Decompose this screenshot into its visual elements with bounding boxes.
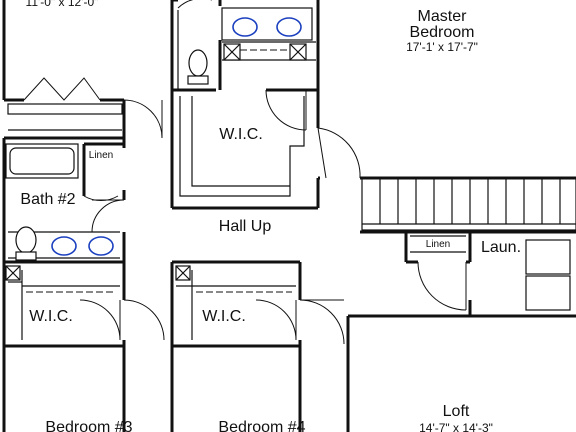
loft-dims: 14'-7" x 14'-3" [419, 421, 493, 432]
master-bedroom-label-2: Bedroom [410, 24, 475, 41]
bath-2-label: Bath #2 [20, 191, 75, 208]
master-bedroom-dims: 17'-1' x 17'-7" [406, 40, 478, 54]
master-bedroom-label: Master [418, 8, 468, 25]
bedroom-3-label: Bedroom #3 [45, 419, 132, 432]
top-left-room-dims: 11'-0" x 12'-0" [26, 0, 99, 9]
bath-linen-label: Linen [89, 150, 113, 161]
laundry-label: Laun. [481, 239, 521, 256]
doors [23, 0, 467, 345]
master-wic-label: W.I.C. [219, 126, 263, 143]
bedroom-3-wic-label: W.I.C. [29, 308, 73, 325]
labels: 11'-0" x 12'-0" Master Bedroom 17'-1' x … [20, 0, 521, 432]
bedroom-4-label: Bedroom #4 [218, 419, 305, 432]
bedroom-4-wic-label: W.I.C. [202, 308, 246, 325]
staircase [361, 177, 576, 231]
hall-label: Hall Up [219, 218, 272, 235]
loft-label: Loft [443, 403, 470, 420]
interior-lines [7, 10, 466, 340]
fixtures [5, 7, 571, 311]
laundry-linen-label: Linen [426, 239, 450, 250]
